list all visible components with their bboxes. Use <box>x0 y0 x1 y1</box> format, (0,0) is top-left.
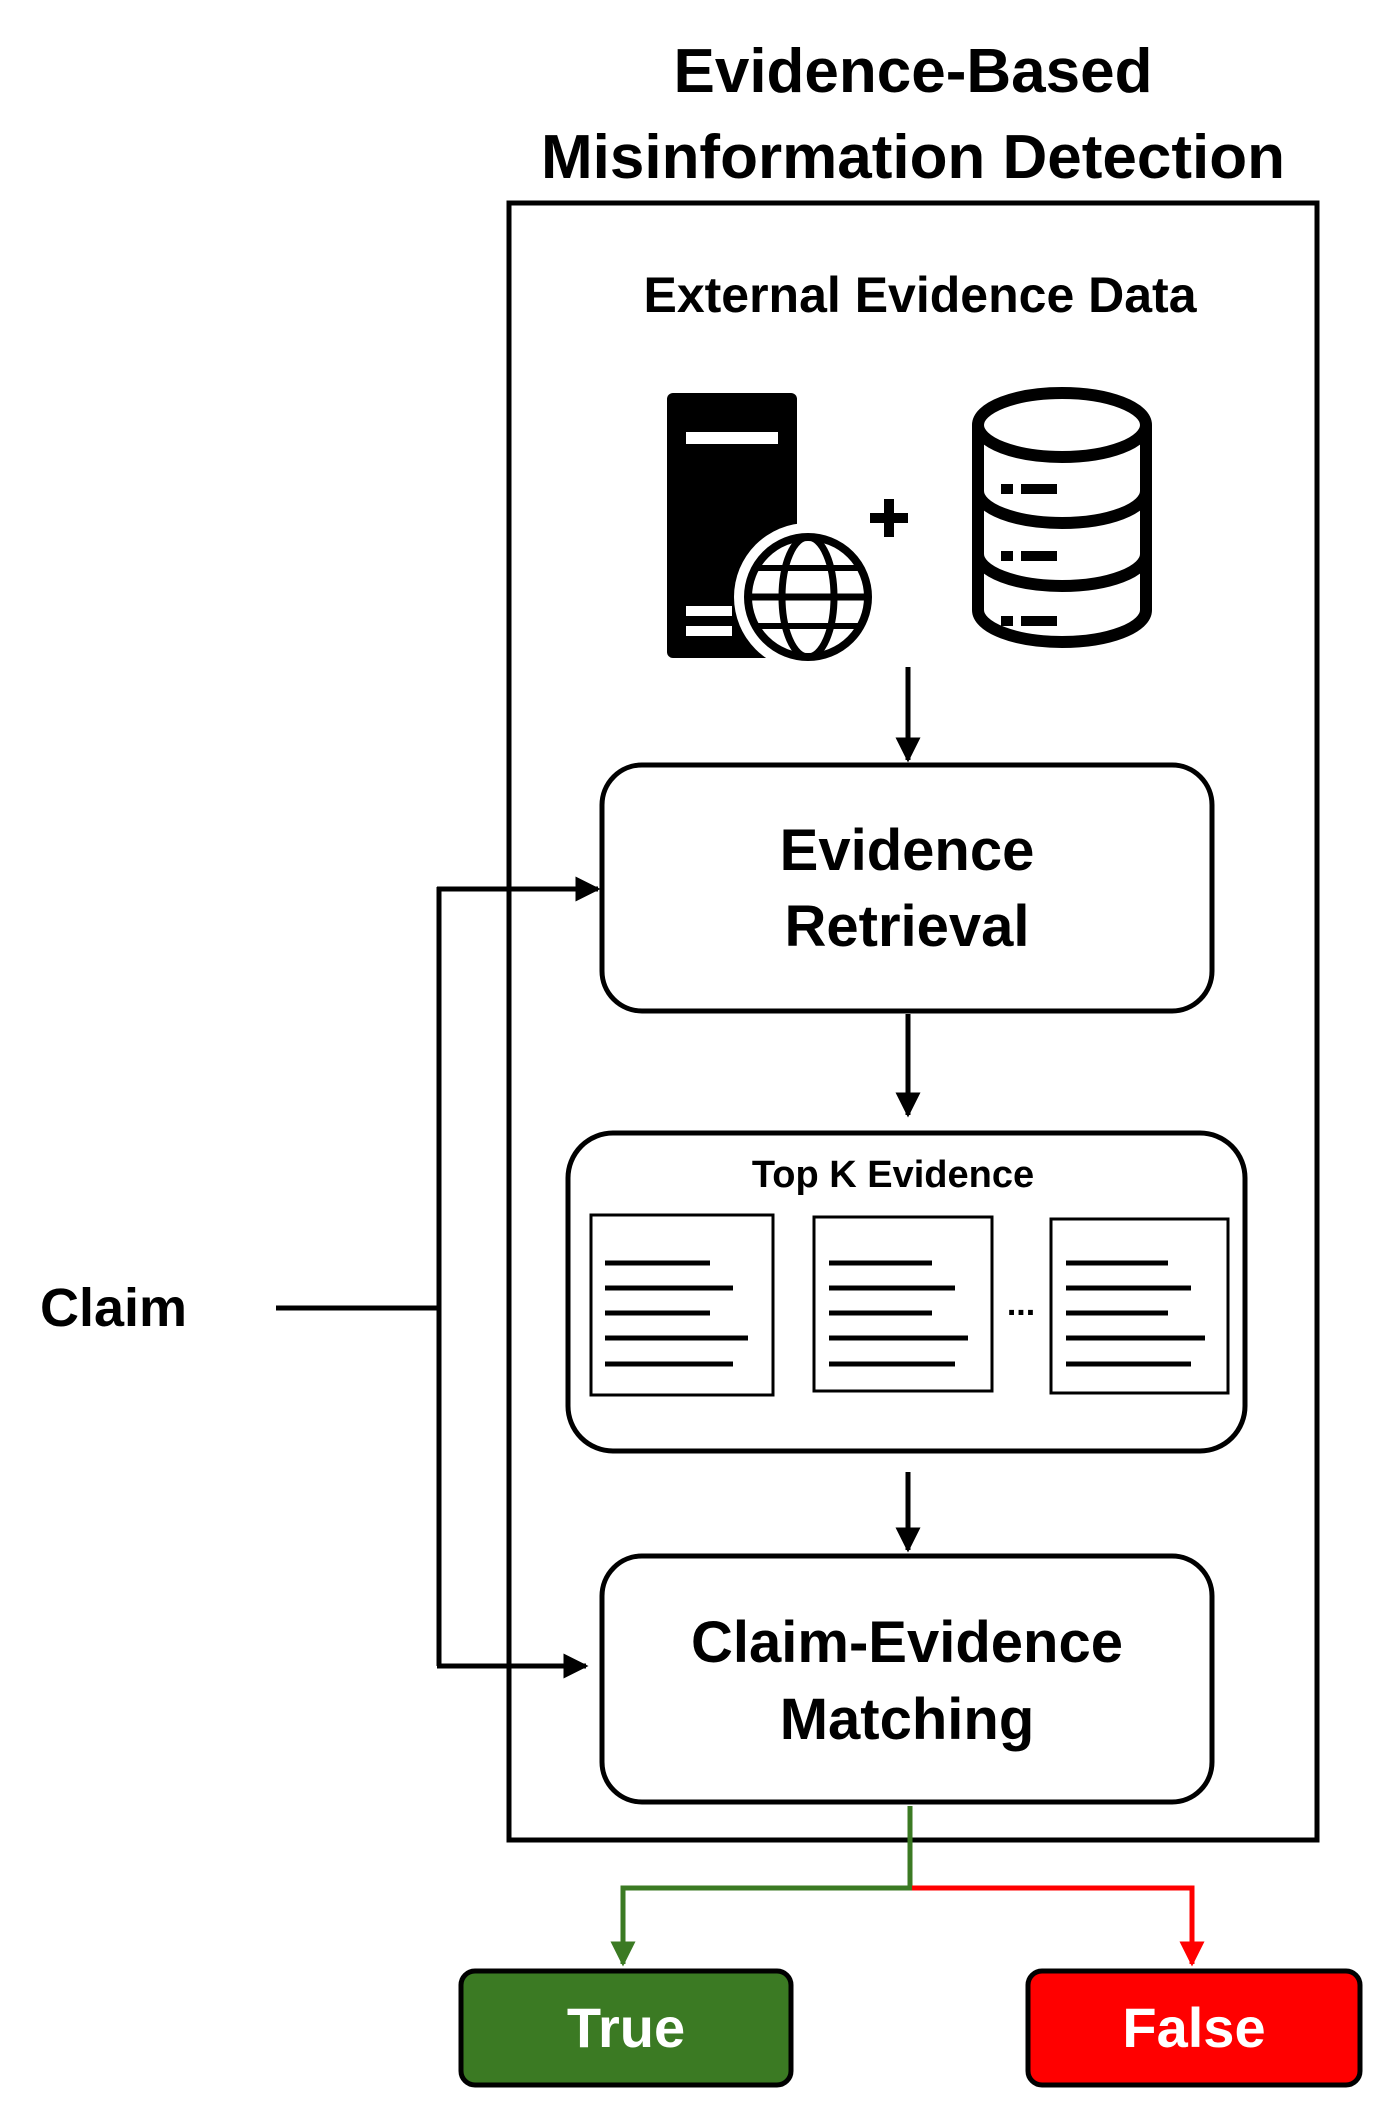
web-server-icon <box>667 393 882 671</box>
database-icon <box>972 387 1152 648</box>
top-k-evidence-box: Top K Evidence ... <box>565 1130 1248 1454</box>
matching-label-line2: Matching <box>780 1687 1035 1752</box>
arrow-to-true <box>610 1806 913 1967</box>
external-data-label: External Evidence Data <box>643 267 1197 323</box>
true-output-box: True <box>458 1968 794 2088</box>
false-label: False <box>1122 1996 1265 2059</box>
evidence-retrieval-label-line2: Retrieval <box>784 894 1029 959</box>
evidence-retrieval-label-line1: Evidence <box>780 818 1035 883</box>
evidence-document <box>812 1215 994 1393</box>
evidence-document <box>1049 1217 1230 1395</box>
claim-evidence-matching-box: Claim-Evidence Matching <box>599 1553 1215 1805</box>
system-box <box>506 200 1320 1843</box>
claim-connector <box>276 876 601 1679</box>
true-label: True <box>567 1996 685 2059</box>
plus-icon <box>870 499 908 537</box>
false-output-box: False <box>1025 1968 1363 2088</box>
diagram-title-line2: Misinformation Detection <box>541 123 1285 192</box>
claim-label: Claim <box>40 1278 187 1338</box>
matching-label-line1: Claim-Evidence <box>691 1610 1123 1675</box>
evidence-document <box>589 1213 775 1397</box>
top-k-label: Top K Evidence <box>752 1154 1034 1196</box>
evidence-retrieval-box: Evidence Retrieval <box>599 762 1215 1014</box>
arrow-to-false <box>912 1885 1205 1967</box>
documents-ellipsis: ... <box>1007 1285 1035 1323</box>
diagram-title-line1: Evidence-Based <box>674 37 1153 106</box>
